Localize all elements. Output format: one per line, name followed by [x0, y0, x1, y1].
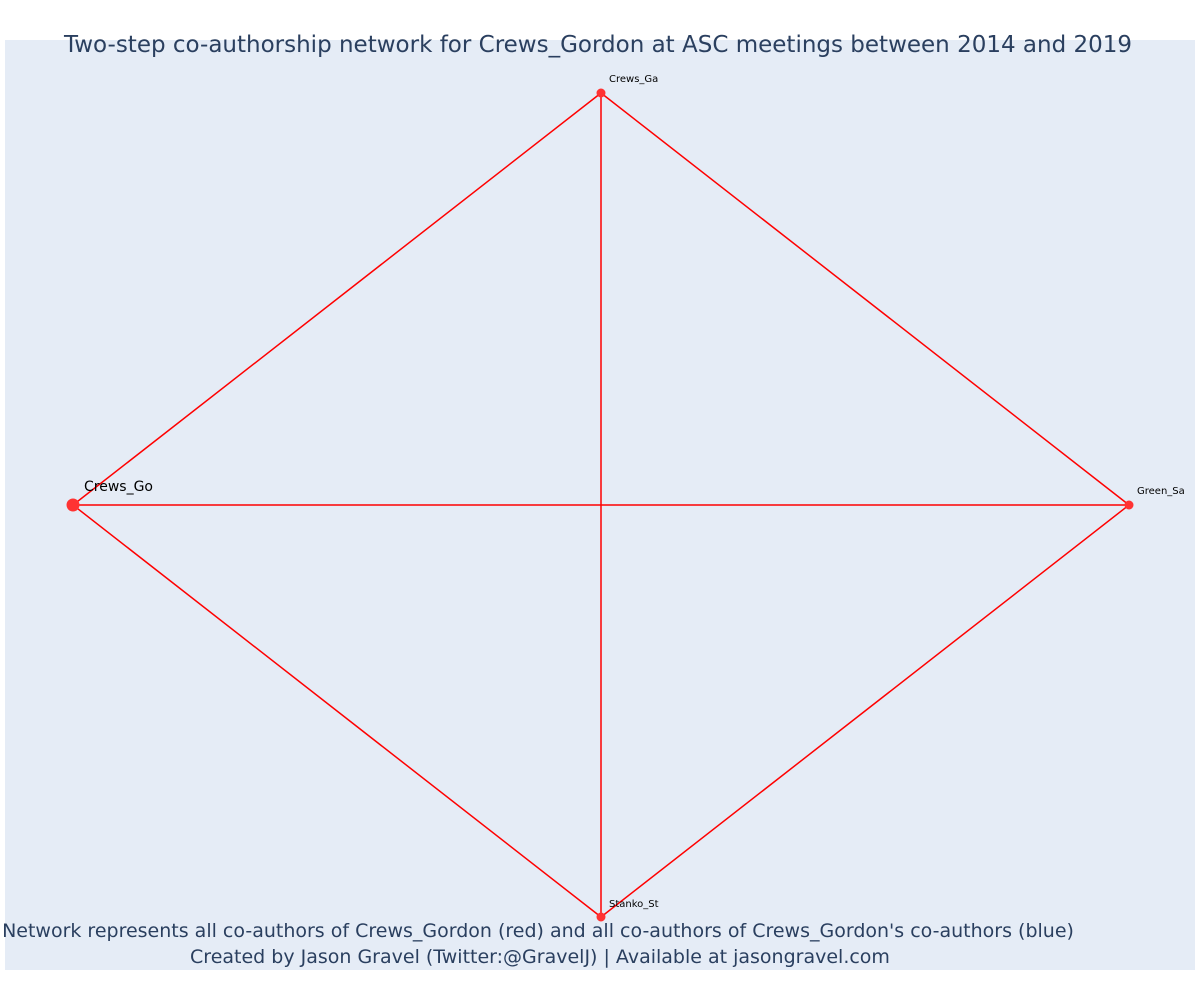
node-stanko-st[interactable]	[596, 912, 606, 922]
node-label-stanko-st: Stanko_St	[609, 899, 659, 910]
node-crews-ga[interactable]	[596, 88, 606, 98]
edge-crews-go-crews-ga	[72, 92, 602, 506]
node-label-crews-go: Crews_Go	[84, 479, 153, 495]
chart-title: Two-step co-authorship network for Crews…	[63, 32, 1132, 58]
node-crews-go[interactable]	[66, 498, 80, 512]
node-label-crews-ga: Crews_Ga	[609, 74, 658, 85]
edge-crews-ga-green-sa	[600, 92, 1130, 506]
network-edges	[72, 92, 1130, 918]
node-green-sa[interactable]	[1124, 500, 1134, 510]
edge-crews-go-stanko-st	[72, 504, 602, 918]
caption-line-2: Created by Jason Gravel (Twitter:@Gravel…	[190, 946, 890, 968]
network-nodes	[66, 88, 1134, 922]
edge-green-sa-stanko-st	[600, 504, 1130, 918]
caption-line-1: Network represents all co-authors of Cre…	[2, 920, 1074, 942]
node-label-green-sa: Green_Sa	[1137, 486, 1185, 497]
